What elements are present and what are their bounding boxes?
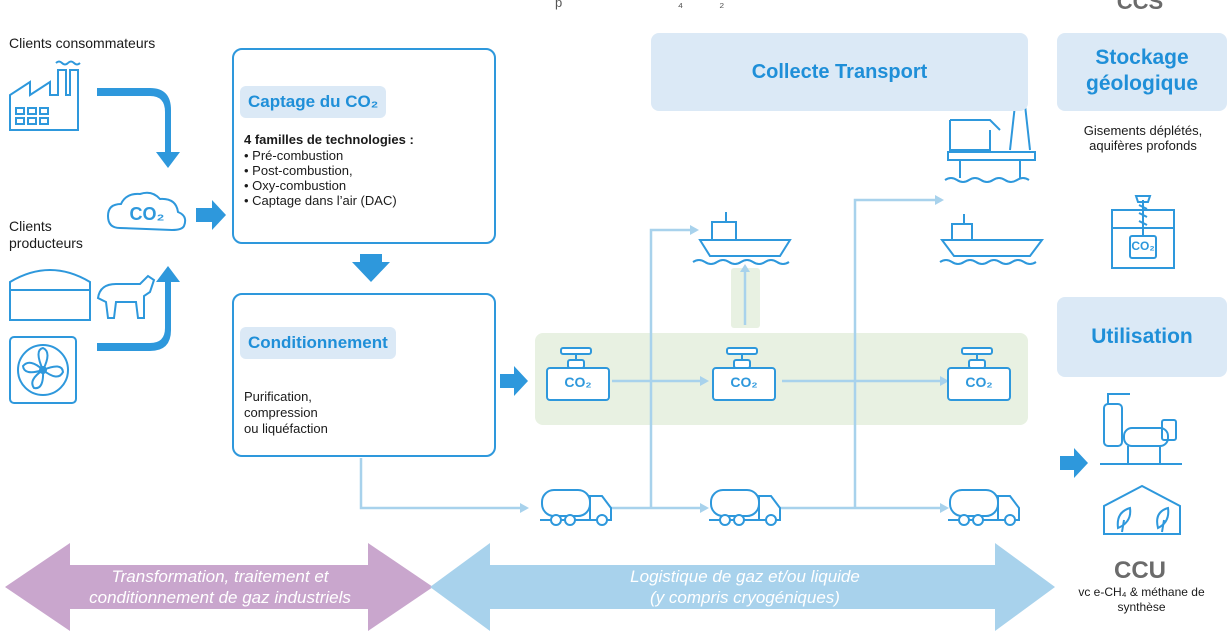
co2-cloud-icon	[106, 191, 187, 232]
co2-cloud-label: CO₂	[129, 204, 165, 224]
flow-arrows	[97, 88, 1088, 478]
trucks	[540, 489, 1020, 526]
factory-icon	[9, 60, 81, 131]
capture-to-conditioning-arrow	[352, 254, 390, 282]
conditioning-desc-line2: compression	[244, 405, 318, 420]
valve-icon-1	[546, 347, 610, 401]
capture-families-heading: 4 familles de technologies :	[244, 132, 414, 147]
left-bottom-arrow	[5, 543, 433, 631]
conditioning-desc-line1: Purification,	[244, 389, 312, 404]
connector-arrowheads	[520, 195, 949, 513]
drill-storage-icon	[1111, 195, 1175, 269]
pipeline-valves	[546, 347, 1011, 401]
stockage-desc-line1: Gisements déplétés,	[1083, 123, 1203, 138]
valve-co2-label: CO₂	[965, 374, 993, 390]
consumer-arrow	[97, 88, 180, 168]
connector-lines	[359, 198, 940, 510]
truck-icon-2	[709, 489, 781, 526]
valve-icon-2	[712, 347, 776, 401]
capture-technology-item: • Captage dans l’air (DAC)	[244, 193, 397, 208]
left-arrow-line2: conditionnement de gaz industriels	[89, 588, 351, 607]
biogas-dome-icon	[9, 269, 91, 321]
truck-icon-3	[948, 489, 1020, 526]
right-arrow-line2: (y compris cryogéniques)	[650, 588, 840, 607]
conditioning-desc-line3: ou liquéfaction	[244, 421, 328, 436]
capture-title: Captage du CO₂	[240, 86, 387, 118]
left-arrow-text: Transformation, traitement et conditionn…	[40, 566, 400, 608]
right-arrow-text: Logistique de gaz et/ou liquide (y compr…	[520, 566, 970, 608]
top-caption: p ₄ ₂	[555, 0, 725, 10]
valve-co2-label: CO₂	[730, 374, 758, 390]
stockage-desc-line2: aquifères profonds	[1089, 138, 1197, 153]
methanation-plant-icon	[1100, 393, 1182, 465]
valve-co2-label: CO₂	[564, 374, 592, 390]
conditioning-title: Conditionnement	[240, 327, 396, 359]
stockage-title-line1: Stockage	[1095, 46, 1189, 69]
right-arrow-line1: Logistique de gaz et/ou liquide	[630, 567, 860, 586]
co2-to-capture-arrow	[196, 200, 226, 230]
clients-consumers-label: Clients consommateurs	[9, 35, 156, 51]
stockage-panel: Stockage géologique	[1057, 33, 1227, 111]
valve-icon-3	[947, 347, 1011, 401]
pipeline-band	[535, 333, 1028, 425]
conditioning-to-pipeline-arrow	[500, 366, 528, 396]
ccs-title: CCS	[1116, 0, 1164, 14]
right-bottom-arrow	[430, 543, 1055, 631]
capture-technology-item: • Post-combustion,	[244, 163, 353, 178]
utilisation-panel: Utilisation	[1057, 297, 1227, 377]
fan-icon	[9, 336, 77, 404]
cow-icon	[96, 274, 156, 319]
capture-technology-list: • Pré-combustion • Post-combustion, • Ox…	[244, 148, 397, 208]
greenhouse-icon	[1103, 484, 1181, 535]
stockage-title-line2: géologique	[1086, 72, 1198, 95]
left-arrow-line1: Transformation, traitement et	[111, 567, 329, 586]
storage-co2-label: CO₂	[1131, 239, 1155, 253]
clients-producers-label: Clients producteurs	[9, 218, 83, 251]
capture-technology-item: • Oxy-combustion	[244, 178, 347, 193]
ccu-title: CCU	[1114, 557, 1166, 584]
ship-icon	[692, 212, 792, 265]
to-ccu-arrow	[1060, 448, 1088, 478]
capture-card: Captage du CO₂ 4 familles de technologie…	[232, 48, 496, 244]
tanker-ship-icon	[939, 214, 1044, 265]
conditioning-card: Conditionnement Purification, compressio…	[232, 293, 496, 457]
ccu-subtitle: vc e-CH₄ & méthane de synthèse	[1078, 585, 1205, 614]
collecte-transport-panel: Collecte Transport	[651, 33, 1028, 111]
producer-arrow	[97, 266, 180, 351]
truck-icon-1	[540, 489, 612, 526]
stockage-desc: Gisements déplétés, aquifères profonds	[1060, 123, 1226, 153]
capture-technology-item: • Pré-combustion	[244, 148, 344, 163]
